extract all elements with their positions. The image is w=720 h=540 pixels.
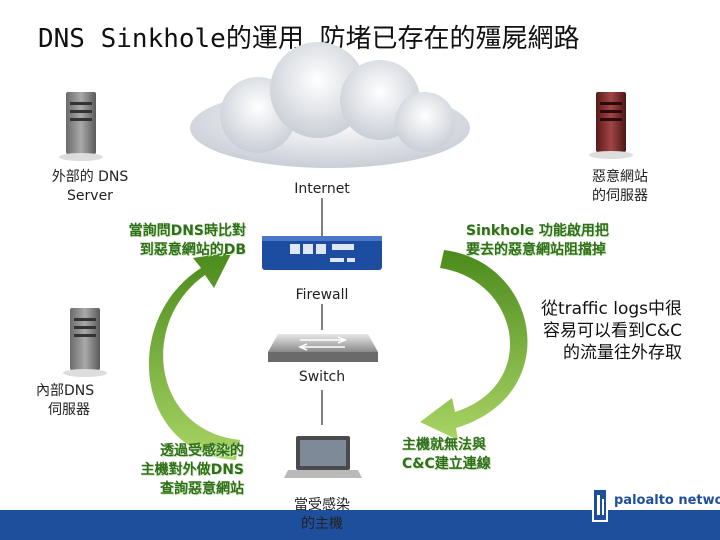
annotation-sinkhole: Sinkhole 功能啟用把 要去的惡意網站阻擋掉 xyxy=(466,222,666,260)
annotation-traffic-logs-line1: 從traffic logs中很 xyxy=(540,299,682,319)
annotation-query-db-line2: 到惡意網站的DB xyxy=(139,242,246,258)
firewall-label: Firewall xyxy=(295,287,349,303)
logo-text: paloalto networks xyxy=(614,493,720,508)
annotation-via-infected-line3: 查詢惡意網站 xyxy=(160,481,244,497)
internal-dns-label-line1: 內部DNS xyxy=(36,383,95,399)
firewall-appliance-icon xyxy=(262,236,382,270)
infected-laptop-icon xyxy=(284,436,362,478)
infected-host-label-line2: 的主機 xyxy=(301,516,343,532)
left-curved-arrow-icon xyxy=(148,252,240,460)
internal-dns-server-icon xyxy=(63,308,107,377)
infected-host-label-line1: 當受感染 xyxy=(294,497,350,513)
malicious-server-label: 惡意網站 的伺服器 xyxy=(570,168,670,206)
paloalto-logo-icon: paloalto networks xyxy=(592,488,720,522)
annotation-no-connect-line1: 主機就無法與 xyxy=(402,437,486,453)
annotation-no-connect: 主機就無法與 C&C建立連線 xyxy=(402,436,532,474)
malicious-server-label-line2: 的伺服器 xyxy=(592,188,648,204)
annotation-via-infected: 透過受感染的 主機對外做DNS 查詢惡意網站 xyxy=(98,442,244,499)
annotation-via-infected-line1: 透過受感染的 xyxy=(160,443,244,459)
external-dns-label: 外部的 DNS Server xyxy=(40,168,140,206)
annotation-traffic-logs-line2: 容易可以看到C&C xyxy=(543,321,682,341)
switch-label: Switch xyxy=(298,369,346,385)
internal-dns-label-line2: 伺服器 xyxy=(48,402,90,418)
switch-icon xyxy=(268,334,378,362)
right-curved-arrow-icon xyxy=(420,250,528,440)
infected-host-label: 當受感染 的主機 xyxy=(282,496,362,534)
annotation-sinkhole-line2: 要去的惡意網站阻擋掉 xyxy=(466,242,606,258)
external-dns-server-icon xyxy=(59,92,103,161)
annotation-sinkhole-line1: Sinkhole 功能啟用把 xyxy=(466,223,609,239)
annotation-via-infected-line2: 主機對外做DNS xyxy=(140,462,244,478)
internal-dns-label: 內部DNS 伺服器 xyxy=(36,382,136,420)
internet-cloud-icon xyxy=(190,42,470,168)
annotation-no-connect-line2: C&C建立連線 xyxy=(402,456,491,472)
malicious-server-icon xyxy=(589,92,633,159)
annotation-query-db: 當詢問DNS時比對 到惡意網站的DB xyxy=(78,222,246,260)
external-dns-label-line1: 外部的 DNS xyxy=(51,169,129,185)
external-dns-label-line2: Server xyxy=(67,188,113,204)
annotation-traffic-logs: 從traffic logs中很 容易可以看到C&C 的流量往外存取 xyxy=(490,298,682,364)
malicious-server-label-line1: 惡意網站 xyxy=(592,169,648,185)
annotation-query-db-line1: 當詢問DNS時比對 xyxy=(128,223,246,239)
annotation-traffic-logs-line3: 的流量往外存取 xyxy=(563,343,682,363)
internet-label: Internet xyxy=(294,181,350,197)
